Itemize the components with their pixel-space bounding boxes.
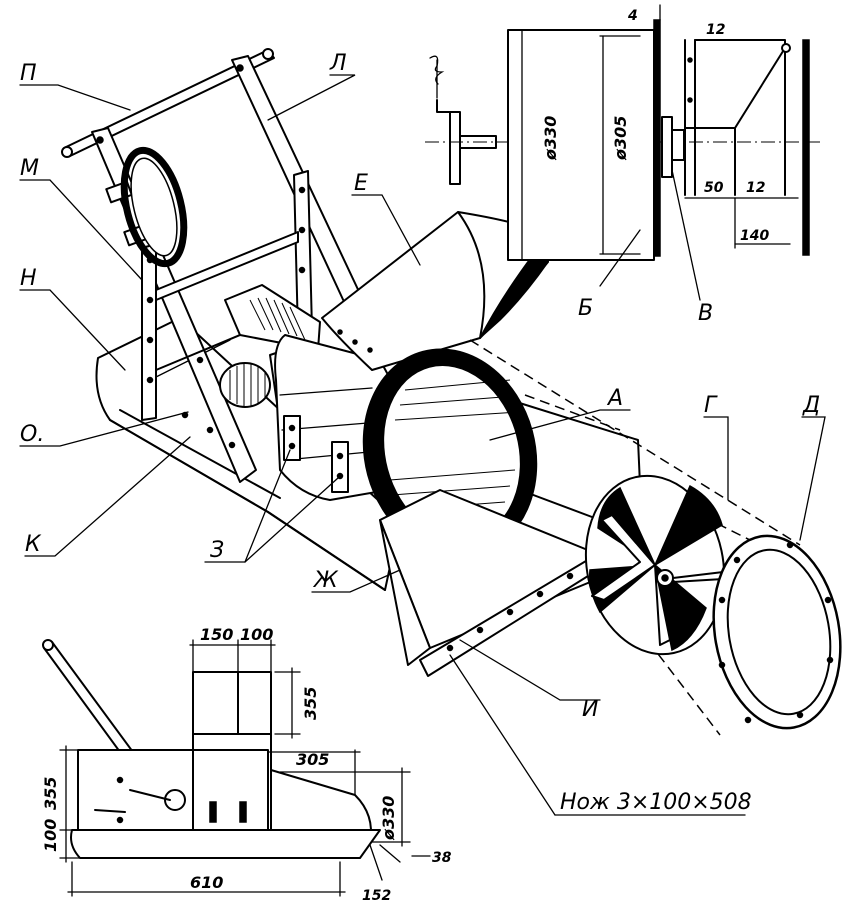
dim-12-mid: 12 bbox=[746, 180, 765, 196]
dim-50: 50 bbox=[704, 180, 724, 196]
label-P: П bbox=[20, 61, 37, 86]
label-A: А bbox=[606, 386, 623, 411]
label-B: Б bbox=[578, 296, 593, 321]
dim-355-top: 355 bbox=[301, 687, 320, 720]
label-K: К bbox=[25, 532, 42, 557]
impeller-detail-view bbox=[425, 4, 820, 301]
main-assembly bbox=[19, 48, 842, 816]
discharge-chute bbox=[321, 211, 549, 371]
label-E: Е bbox=[354, 171, 368, 196]
label-L: Л bbox=[329, 51, 347, 76]
label-knife: Нож 3×100×508 bbox=[560, 790, 752, 815]
leader-lines bbox=[19, 74, 826, 816]
part-labels: П Л М Н О. К З Ж Е А Б В Г Д И Нож 3×100… bbox=[20, 51, 820, 815]
dim-d305-top: ø305 bbox=[611, 116, 630, 161]
drum-opening bbox=[362, 348, 538, 558]
dimension-labels: ø330 ø305 4 12 50 12 140 150 100 355 305… bbox=[41, 8, 769, 904]
throttle-ring bbox=[120, 146, 188, 268]
label-O: О. bbox=[20, 422, 44, 447]
label-Zh: Ж bbox=[312, 568, 339, 593]
dim-d330-top: ø330 bbox=[541, 116, 560, 161]
label-Z: З bbox=[210, 538, 224, 563]
label-I: И bbox=[582, 697, 598, 722]
dim-610: 610 bbox=[190, 873, 223, 892]
dim-4: 4 bbox=[627, 8, 638, 24]
dim-100-left: 100 bbox=[41, 819, 60, 852]
dim-305: 305 bbox=[296, 750, 329, 769]
impeller bbox=[584, 474, 741, 656]
handle-frame bbox=[61, 48, 363, 483]
front-flange bbox=[712, 534, 842, 730]
dim-140: 140 bbox=[740, 228, 769, 244]
dim-152: 152 bbox=[362, 888, 391, 904]
dim-38: 38 bbox=[432, 850, 452, 866]
intake-housing bbox=[379, 399, 641, 677]
dim-100-top: 100 bbox=[240, 625, 273, 644]
label-D: Д bbox=[802, 393, 820, 418]
label-M: М bbox=[20, 156, 39, 181]
dim-150: 150 bbox=[200, 625, 233, 644]
side-view bbox=[42, 639, 431, 897]
dim-d330-bottom: ø330 bbox=[379, 796, 398, 841]
label-G: Г bbox=[704, 393, 718, 418]
label-N: Н bbox=[20, 266, 37, 291]
dim-355-left: 355 bbox=[41, 777, 60, 810]
dim-12-top: 12 bbox=[706, 22, 725, 38]
label-V: В bbox=[698, 301, 713, 326]
